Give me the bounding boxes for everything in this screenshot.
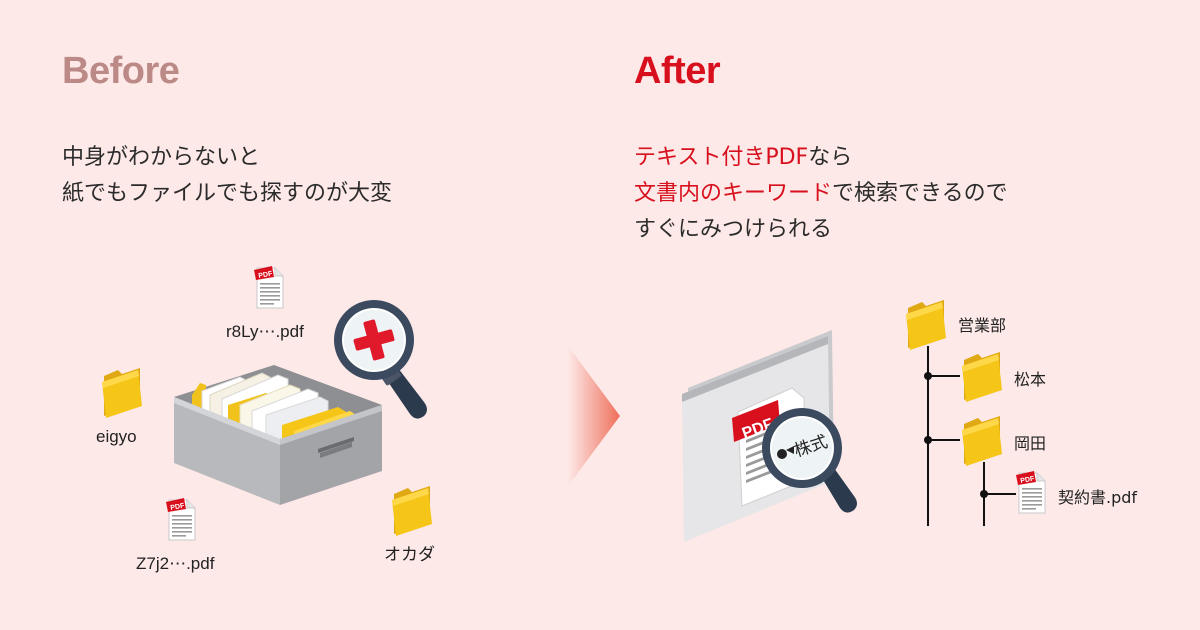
after-desc-line3: すぐにみつけられる [634, 217, 833, 242]
before-description: 中身がわからないと 紙でもファイルでも探すのが大変 [62, 140, 392, 212]
folder-icon-okada-tree [962, 416, 1002, 466]
pdf-file-label-top: r8Ly⋯.pdf [226, 322, 304, 341]
pdf-file-icon-bottom: PDF [166, 498, 196, 541]
after-desc-line2: 文書内のキーワードで検索できるので [634, 176, 1008, 212]
after-desc-line2-highlight: 文書内のキーワード [634, 181, 833, 206]
tree-label-contract-pdf: 契約書.pdf [1058, 488, 1138, 507]
file-cabinet-drawer-icon [174, 365, 382, 505]
folder-icon-okada [392, 486, 432, 536]
pdf-search-illustration: PDF 株式 [682, 330, 857, 542]
after-desc-line1: テキスト付きPDFなら [634, 140, 1008, 176]
folder-icon-matsumoto [962, 352, 1002, 402]
tree-label-sales-dept: 営業部 [958, 316, 1007, 335]
before-heading: Before [62, 50, 180, 92]
pdf-badge-text: PDF [170, 503, 186, 512]
pdf-file-icon-top: PDF [254, 266, 284, 309]
right-arrow-icon [568, 346, 620, 486]
folder-label-eigyo: eigyo [96, 427, 137, 446]
before-desc-line1: 中身がわからないと [62, 145, 261, 170]
tree-label-okada: 岡田 [1014, 434, 1047, 453]
after-desc-line1-highlight: テキスト付きPDF [634, 145, 809, 170]
after-description: テキスト付きPDFなら 文書内のキーワードで検索できるので すぐにみつけられる [634, 140, 1008, 248]
tree-label-matsumoto: 松本 [1014, 370, 1047, 389]
magnifier-fail-icon [334, 300, 427, 419]
folder-icon-sales-dept [906, 300, 946, 350]
after-desc-line2-rest: で検索できるので [832, 181, 1008, 206]
after-heading: After [634, 50, 721, 92]
before-desc-line2: 紙でもファイルでも探すのが大変 [62, 181, 393, 206]
after-desc-line1-rest: なら [808, 145, 853, 170]
folder-tree-lines [924, 346, 1016, 526]
pdf-file-icon-contract: PDF [1016, 471, 1046, 514]
pdf-file-label-bottom: Z7j2⋯.pdf [136, 554, 215, 573]
folder-label-okada: オカダ [384, 545, 435, 564]
pdf-badge-text: PDF [1020, 476, 1036, 485]
folder-icon-eigyo [102, 368, 142, 418]
pdf-badge-text: PDF [258, 271, 274, 280]
